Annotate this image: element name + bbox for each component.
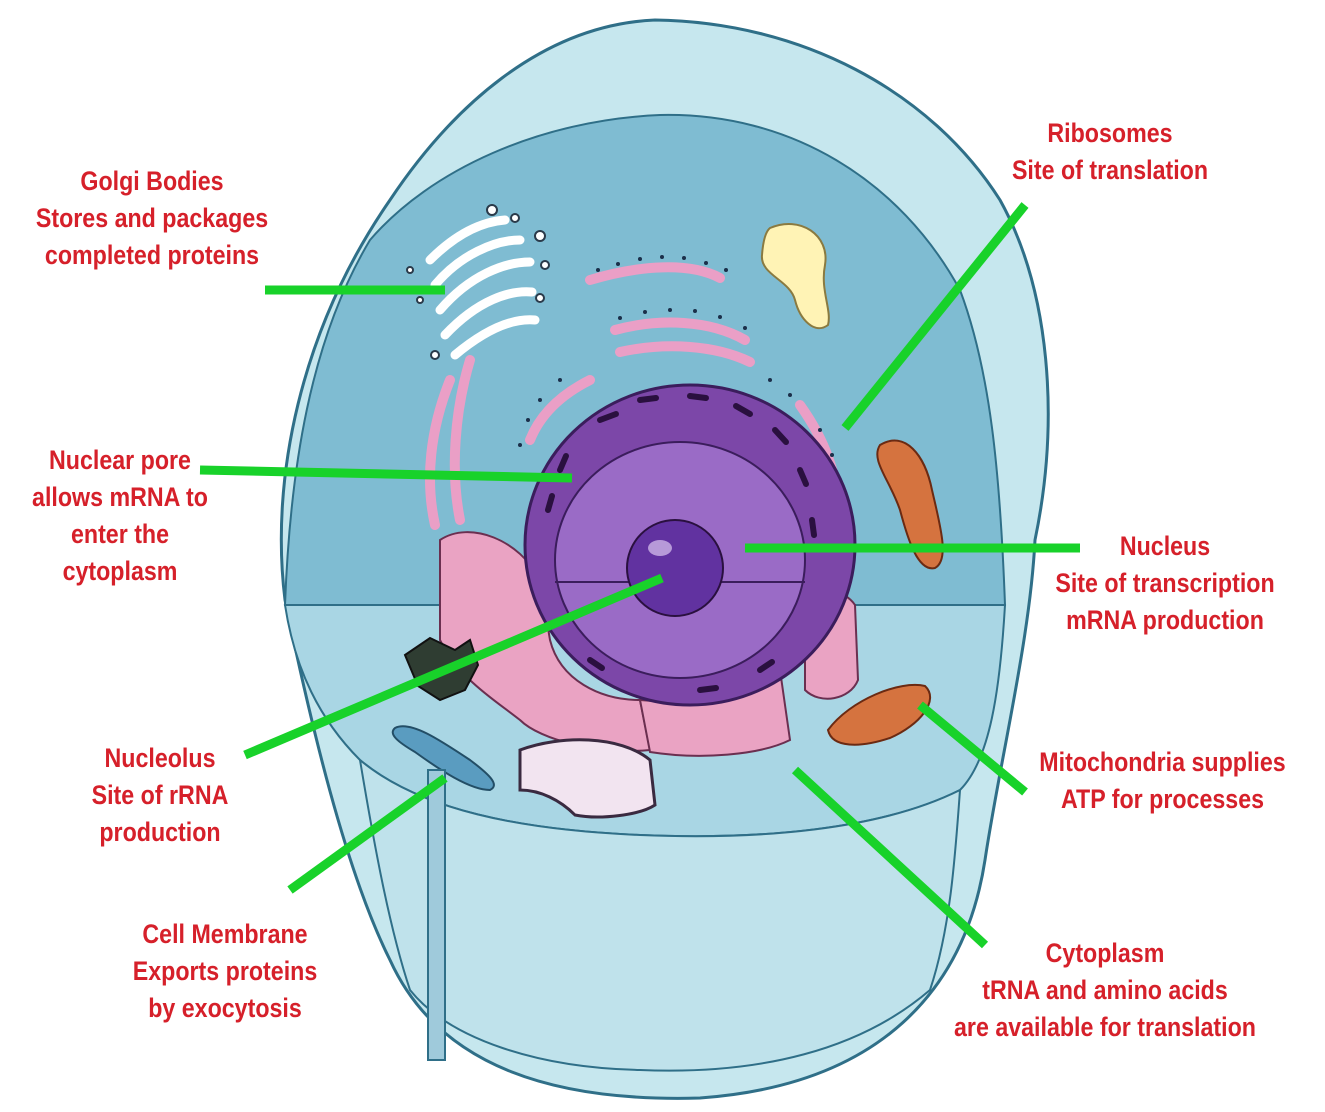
cell-membrane-label-line-3: by exocytosis [113,990,337,1027]
nucleolus-shape [627,520,723,616]
cell-membrane-label-line-2: Exports proteins [113,953,337,990]
ribosomes-label-line-2: Site of translation [981,152,1239,189]
nuclear-pore-label-line-3: enter the [17,516,223,553]
nucleolus-label: Nucleolus Site of rRNA production [57,740,263,851]
nucleus-label-line-3: mRNA production [1032,602,1299,639]
nucleolus-label-line-3: production [57,814,263,851]
membrane-channel [428,770,445,1060]
nucleolus-highlight [648,540,672,556]
nucleus-label: Nucleus Site of transcription mRNA produ… [1032,528,1299,639]
cytoplasm-label: Cytoplasm tRNA and amino acids are avail… [933,935,1277,1046]
nuclear-pore-label-line-4: cytoplasm [17,553,223,590]
golgi-label: Golgi Bodies Stores and packages complet… [23,163,281,274]
mitochondria-label-line-2: ATP for processes [1023,781,1303,818]
golgi-label-line-1: Golgi Bodies [23,163,281,200]
golgi-label-line-3: completed proteins [23,237,281,274]
cytoplasm-label-line-1: Cytoplasm [933,935,1277,972]
nucleolus-label-line-2: Site of rRNA [57,777,263,814]
nuclear-pore-label-line-2: allows mRNA to [17,479,223,516]
golgi-label-line-2: Stores and packages [23,200,281,237]
cell-membrane-label-line-1: Cell Membrane [113,916,337,953]
nucleolus-label-line-1: Nucleolus [57,740,263,777]
cell-membrane-label: Cell Membrane Exports proteins by exocyt… [113,916,337,1027]
mitochondria-label: Mitochondria supplies ATP for processes [1023,744,1303,818]
cytoplasm-label-line-2: tRNA and amino acids [933,972,1277,1009]
nucleus-label-line-2: Site of transcription [1032,565,1299,602]
ribosomes-label-line-1: Ribosomes [981,115,1239,152]
nuclear-pore-label-line-1: Nuclear pore [17,442,223,479]
nuclear-pore-label: Nuclear pore allows mRNA to enter the cy… [17,442,223,590]
cytoplasm-label-line-3: are available for translation [933,1009,1277,1046]
ribosomes-label: Ribosomes Site of translation [981,115,1239,189]
mitochondria-label-line-1: Mitochondria supplies [1023,744,1303,781]
nucleus-label-line-1: Nucleus [1032,528,1299,565]
